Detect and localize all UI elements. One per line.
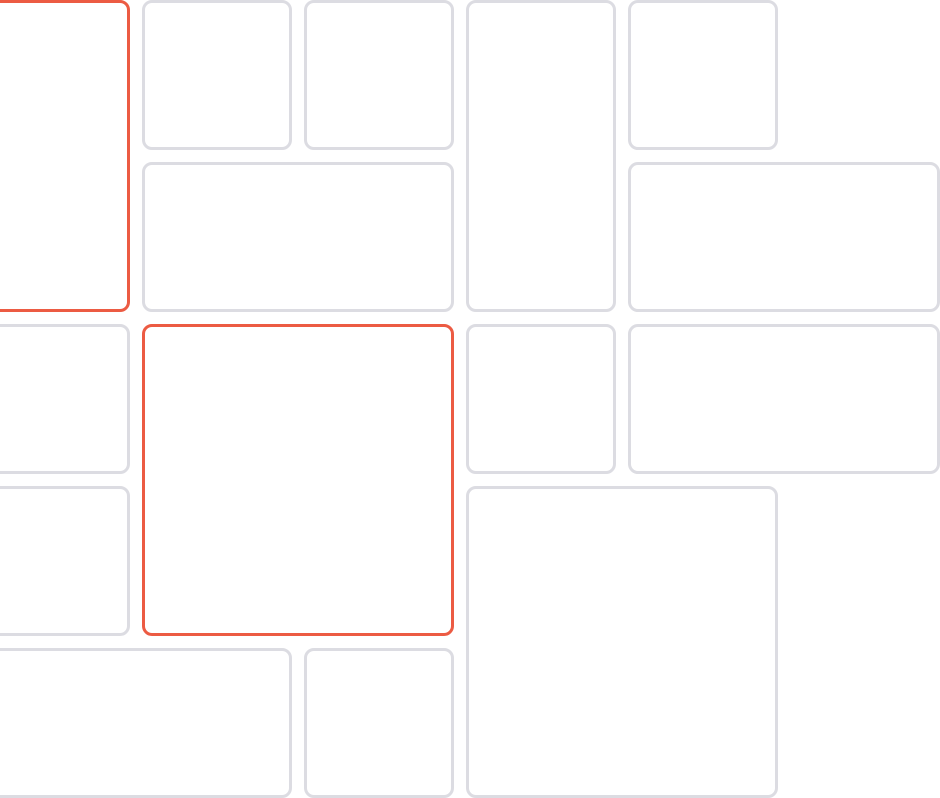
tile-selected-large[interactable] xyxy=(142,324,454,636)
tile-large[interactable] xyxy=(466,486,778,798)
tile-selected-tall-left[interactable] xyxy=(0,0,130,312)
tile-small[interactable] xyxy=(304,0,454,150)
tile-small[interactable] xyxy=(466,324,616,474)
tile-wide[interactable] xyxy=(628,324,940,474)
tile-small[interactable] xyxy=(304,648,454,798)
tile-small[interactable] xyxy=(142,0,292,150)
tile-tall[interactable] xyxy=(466,0,616,312)
tile-small[interactable] xyxy=(0,324,130,474)
tile-wide[interactable] xyxy=(0,648,292,798)
tile-wide[interactable] xyxy=(628,162,940,312)
tile-small[interactable] xyxy=(0,486,130,636)
tile-small[interactable] xyxy=(628,0,778,150)
tile-wide[interactable] xyxy=(142,162,454,312)
